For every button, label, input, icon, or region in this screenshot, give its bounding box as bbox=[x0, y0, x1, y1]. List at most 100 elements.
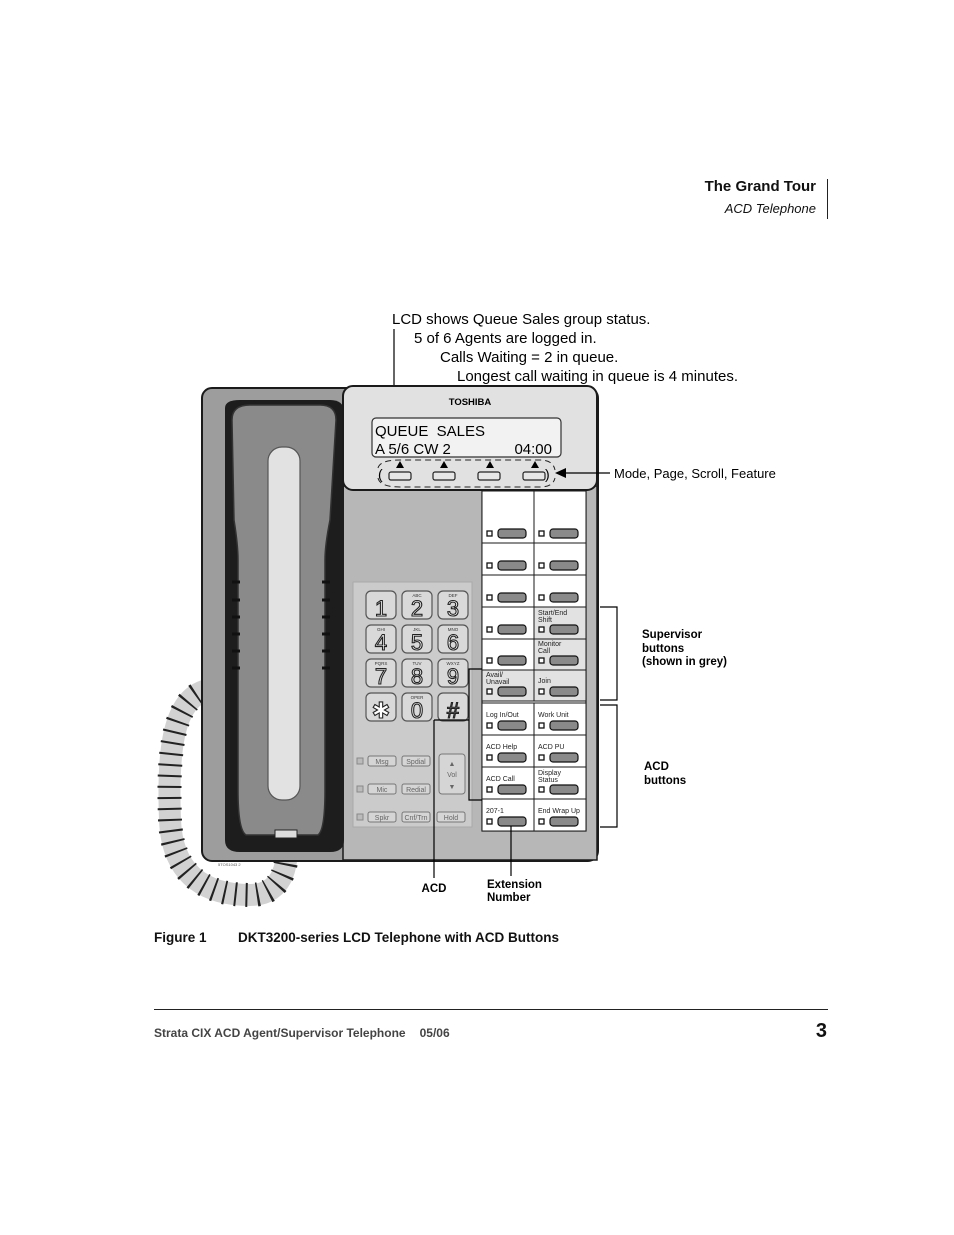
supervisor-label-line: Supervisor bbox=[642, 629, 703, 641]
feature-button-label: ACD Call bbox=[486, 776, 515, 783]
function-key-label: Hold bbox=[444, 815, 459, 822]
dial-key-digit: 5 bbox=[411, 630, 423, 655]
feature-button-label: Avail/Unavail bbox=[486, 672, 510, 686]
feature-button-right[interactable] bbox=[533, 574, 587, 608]
dial-key-digit: 0 bbox=[411, 698, 423, 723]
footer-date: 05/06 bbox=[419, 1026, 450, 1040]
header-rule bbox=[827, 179, 828, 219]
function-key[interactable]: Spdial bbox=[401, 755, 431, 767]
page-number: 3 bbox=[815, 1020, 827, 1042]
feature-button-left[interactable]: ACD Call bbox=[481, 766, 535, 800]
feature-button-label: Log In/Out bbox=[486, 712, 519, 719]
dial-key-letters: MNO bbox=[448, 627, 459, 632]
handset bbox=[225, 400, 344, 852]
supervisor-label-line: buttons bbox=[642, 643, 684, 655]
footer-title: Strata CIX ACD Agent/Supervisor Telephon… bbox=[154, 1026, 406, 1040]
svg-text:▼: ▼ bbox=[449, 784, 456, 791]
feature-button-right[interactable] bbox=[533, 542, 587, 576]
acd-buttons-label-line: buttons bbox=[644, 775, 686, 787]
function-key[interactable]: Msg bbox=[356, 755, 397, 767]
function-key[interactable]: Mic bbox=[356, 783, 397, 795]
lcd-screen bbox=[371, 417, 562, 458]
function-key[interactable]: Hold bbox=[436, 811, 466, 823]
function-key-label: Msg bbox=[375, 759, 388, 766]
feature-button-right[interactable]: End Wrap Up bbox=[533, 798, 587, 832]
feature-button-left[interactable] bbox=[481, 542, 535, 576]
feature-button-left[interactable]: Avail/Unavail bbox=[481, 669, 535, 702]
function-key-label: Redial bbox=[406, 787, 426, 794]
feature-button-left[interactable]: Log In/Out bbox=[481, 702, 535, 736]
dial-key[interactable]: # bbox=[437, 692, 469, 724]
svg-text:5TOS1043 2: 5TOS1043 2 bbox=[218, 862, 241, 867]
feature-button-left[interactable]: 207-1 bbox=[481, 798, 535, 832]
acd-buttons-label-line: ACD bbox=[644, 761, 669, 773]
function-key-label: Spkr bbox=[375, 815, 390, 822]
feature-button-right[interactable] bbox=[533, 490, 587, 544]
section-title: The Grand Tour bbox=[704, 178, 816, 195]
acd-callout bbox=[433, 668, 512, 878]
feature-button-left[interactable] bbox=[481, 638, 535, 671]
lcd-annotation-line: Longest call waiting in queue is 4 minut… bbox=[457, 368, 738, 385]
lcd-line-2-left: A 5/6 CW 2 bbox=[375, 441, 451, 458]
feature-button-label: 207-1 bbox=[486, 808, 504, 815]
soft-keys-callout: Mode, Page, Scroll, Feature bbox=[555, 466, 776, 481]
brand-logo: TOSHIBA bbox=[449, 397, 492, 408]
feature-button-right[interactable]: Work Unit bbox=[533, 702, 587, 736]
dial-key[interactable]: 1 bbox=[365, 590, 397, 622]
supervisor-bracket bbox=[600, 606, 618, 701]
feature-button-left[interactable]: ACD Help bbox=[481, 734, 535, 768]
dial-key-digit: 4 bbox=[375, 630, 387, 655]
function-key[interactable]: Cnf/Trn bbox=[401, 811, 431, 823]
feature-button-left[interactable] bbox=[481, 490, 535, 544]
feature-button-right[interactable]: ACD PU bbox=[533, 734, 587, 768]
feature-button-label: Join bbox=[538, 678, 551, 685]
lcd-line-2-right: 04:00 bbox=[514, 441, 552, 458]
feature-button-label: End Wrap Up bbox=[538, 808, 580, 815]
supervisor-label-line: (shown in grey) bbox=[642, 656, 727, 668]
acd-label: ACD bbox=[422, 883, 447, 895]
extension-label-line: Extension bbox=[487, 879, 542, 891]
function-key-label: Cnf/Trn bbox=[404, 815, 427, 822]
function-key-label: Spdial bbox=[406, 759, 426, 766]
section-subtitle: ACD Telephone bbox=[724, 201, 816, 216]
function-key[interactable]: Redial bbox=[401, 783, 431, 795]
dial-key-letters: OPER bbox=[411, 695, 425, 700]
acd-bracket bbox=[600, 704, 618, 828]
vol-label: Vol bbox=[447, 772, 457, 779]
lcd-annotation-line: 5 of 6 Agents are logged in. bbox=[414, 330, 597, 347]
feature-button-label: ACD Help bbox=[486, 744, 517, 751]
dial-key-letters: ABC bbox=[412, 593, 422, 598]
figure-caption: DKT3200-series LCD Telephone with ACD Bu… bbox=[238, 930, 560, 945]
dial-key-letters: TUV bbox=[413, 661, 422, 666]
dial-key-digit: 2 bbox=[411, 596, 423, 621]
dial-key-digit: 3 bbox=[447, 596, 459, 621]
function-key[interactable]: Spkr bbox=[356, 811, 397, 823]
dial-key[interactable]: ✱ bbox=[365, 692, 397, 724]
feature-button-right[interactable]: Join bbox=[533, 669, 587, 702]
lcd-annotation-line: Calls Waiting = 2 in queue. bbox=[440, 349, 618, 366]
feature-button-left[interactable] bbox=[481, 606, 535, 640]
feature-button-label: ACD PU bbox=[538, 744, 564, 751]
dial-key-digit: 7 bbox=[375, 664, 387, 689]
extension-label-line: Number bbox=[487, 892, 531, 904]
dial-key-digit: 8 bbox=[411, 664, 423, 689]
dial-key-digit: 9 bbox=[447, 664, 459, 689]
feature-button-left[interactable] bbox=[481, 574, 535, 608]
